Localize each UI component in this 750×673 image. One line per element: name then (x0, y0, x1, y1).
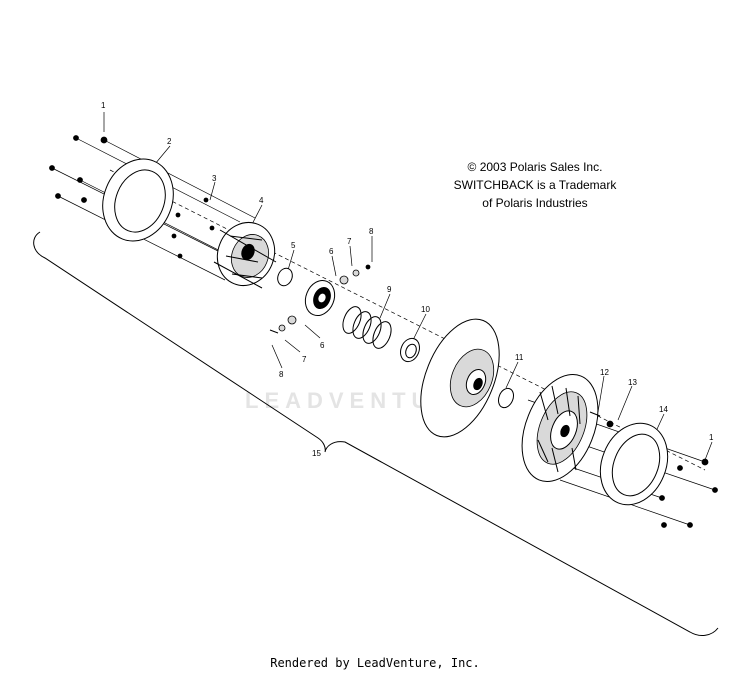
copyright-line-1: © 2003 Polaris Sales Inc. (468, 160, 603, 174)
copyright-block: © 2003 Polaris Sales Inc. SWITCHBACK is … (454, 160, 618, 210)
moveable-sheave (420, 318, 500, 438)
bolts-left (49, 135, 215, 259)
callout-7-bottom: 7 (302, 355, 307, 364)
ring-5 (277, 267, 293, 287)
callout-labels: 1 2 3 4 5 6 7 8 9 10 6 7 8 11 12 13 14 1… (101, 101, 714, 458)
callout-13: 13 (628, 378, 637, 387)
clip-8a (365, 264, 371, 270)
assembly-bracket (33, 231, 719, 636)
washer-7b (278, 324, 286, 332)
callout-7-top: 7 (347, 237, 352, 246)
spring-9 (342, 306, 392, 349)
fixed-sheave (521, 374, 599, 482)
callout-1-top: 1 (101, 101, 106, 110)
callout-6-top: 6 (329, 247, 334, 256)
callout-9: 9 (387, 285, 392, 294)
callout-8-bottom: 8 (279, 370, 284, 379)
callout-5: 5 (291, 241, 296, 250)
axis-centerline (109, 169, 706, 471)
callout-11: 11 (515, 353, 524, 362)
washer-6a (339, 275, 349, 285)
callout-12: 12 (600, 368, 609, 377)
bushing-13 (606, 420, 614, 428)
washer-6b (287, 315, 297, 325)
gasket-ring-left (102, 158, 174, 242)
callout-14: 14 (659, 405, 668, 414)
bolts-right (659, 458, 718, 528)
gasket-ring-right (599, 422, 669, 506)
bolt-8b (269, 329, 279, 334)
washer-10 (400, 337, 420, 363)
footer-credit: Rendered by LeadVenture, Inc. (270, 656, 480, 670)
spider-assembly (213, 222, 277, 289)
callout-8-top: 8 (369, 227, 374, 236)
callout-3: 3 (212, 174, 217, 183)
washer-10-inner (405, 343, 417, 359)
washer-7a (352, 269, 360, 277)
callout-10: 10 (421, 305, 430, 314)
pin-12 (589, 411, 601, 417)
callout-15: 15 (312, 449, 321, 458)
bearing-housing (304, 280, 336, 316)
callout-6-bottom: 6 (320, 341, 325, 350)
copyright-line-2: SWITCHBACK is a Trademark (454, 178, 618, 192)
callout-1-bottom: 1 (709, 433, 714, 442)
callout-2: 2 (167, 137, 172, 146)
washer-11 (498, 387, 514, 409)
callout-4: 4 (259, 196, 264, 205)
copyright-line-3: of Polaris Industries (482, 196, 587, 210)
